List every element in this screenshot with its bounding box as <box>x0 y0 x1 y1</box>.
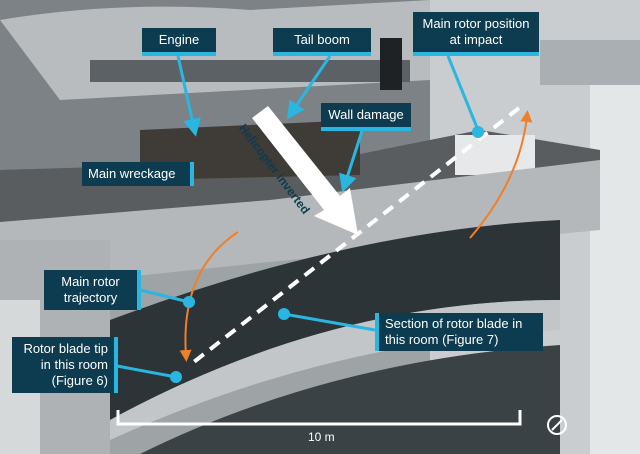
rotor-blade-section-label: Section of rotor blade in this room (Fig… <box>375 313 543 351</box>
trajectory-leader <box>139 288 190 304</box>
blade-section-leader <box>283 312 376 332</box>
wall-damage-label: Wall damage <box>321 103 411 131</box>
trajectory-dot <box>183 296 195 308</box>
tail-boom-leader <box>286 55 332 120</box>
rotor-blade-tip-label: Rotor blade tip in this room (Figure 6) <box>12 337 118 393</box>
blade-section-dot <box>278 308 290 320</box>
wall-damage-leader <box>339 130 364 193</box>
main-rotor-trajectory-label: Main rotor trajectory <box>44 270 141 310</box>
rotor-position-leader <box>446 55 480 131</box>
rotor-position-dot <box>472 126 484 138</box>
tail-boom-label: Tail boom <box>273 28 371 56</box>
trajectory-arrow-left <box>179 231 239 362</box>
scale-bar <box>116 410 522 426</box>
blade-tip-dot <box>170 371 182 383</box>
trajectory-arrow-right <box>469 110 533 239</box>
engine-label: Engine <box>142 28 216 56</box>
rotor-path-dashed-line <box>188 106 521 367</box>
engine-leader <box>176 55 201 137</box>
scale-label: 10 m <box>308 430 335 444</box>
helicopter-inverted-arrow <box>252 106 358 235</box>
main-rotor-position-label: Main rotor position at impact <box>413 12 539 56</box>
main-wreckage-label: Main wreckage <box>82 162 194 186</box>
north-compass-icon <box>547 415 567 435</box>
blade-tip-leader <box>116 364 177 379</box>
